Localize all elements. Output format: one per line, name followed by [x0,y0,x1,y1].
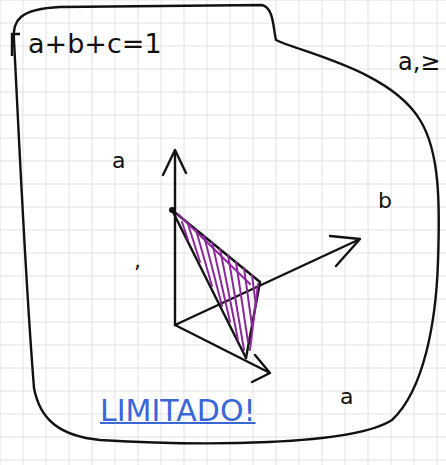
note-label: , [134,250,141,272]
note-text: LIMITADO! [100,396,256,426]
formula-text: a [112,150,125,172]
formula-text: a+b+c=1 [28,30,162,57]
formula-text: b [378,190,392,212]
formula-text: a [340,386,353,408]
note-label: a,≥ [398,50,440,74]
